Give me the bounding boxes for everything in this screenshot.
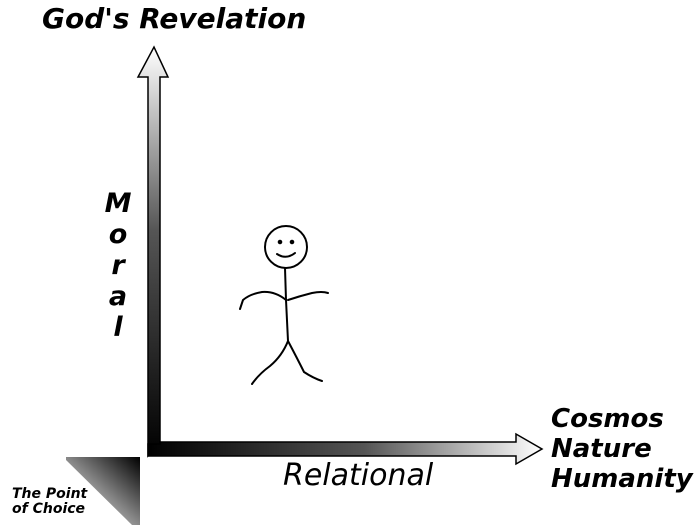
vertical-axis-label: M o r a l (104, 188, 132, 343)
stick-figure-right-arm (287, 291, 329, 301)
stick-figure-smile (276, 252, 296, 258)
stick-figure-left-leg (251, 340, 289, 385)
right-label-humanity: Humanity (551, 464, 693, 494)
point-of-choice-line-2: of Choice (12, 501, 86, 517)
horizontal-axis-arrow (147, 432, 544, 466)
stick-figure-left-eye (277, 239, 283, 245)
stick-figure-head (264, 225, 308, 269)
point-of-choice-gradient (66, 457, 140, 525)
right-label-nature: Nature (551, 434, 652, 464)
right-label-group: Cosmos Nature Humanity (551, 404, 693, 494)
right-label-cosmos: Cosmos (551, 404, 664, 434)
stick-figure-right-leg (287, 340, 323, 382)
vertical-axis-arrow (136, 45, 170, 458)
diagram-title: God's Revelation (42, 2, 307, 35)
stick-figure (239, 225, 329, 385)
point-of-choice-line-1: The Point (12, 486, 88, 502)
horizontal-axis-label: Relational (283, 458, 434, 493)
stick-figure-right-eye (289, 239, 295, 245)
point-of-choice-label: The Point of Choice (12, 487, 87, 517)
stick-figure-body (284, 267, 289, 342)
stick-figure-left-arm (239, 290, 287, 310)
